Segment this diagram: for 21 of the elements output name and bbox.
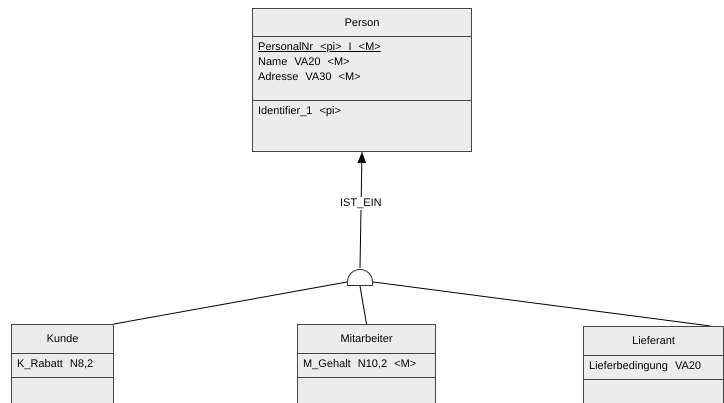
entity-box <box>11 324 114 403</box>
entity-box <box>252 8 472 152</box>
arrow <box>357 152 366 268</box>
entity-box <box>583 326 724 403</box>
attribute-text: K_Rabatt N8,2 <box>17 357 94 372</box>
attribute-text: Adresse VA30 <M> <box>258 70 361 85</box>
connector-line <box>360 286 367 324</box>
edge-label: IST_EIN <box>338 196 384 210</box>
entity-name: Person <box>344 16 380 31</box>
entity-box <box>297 324 436 403</box>
attribute-text: M_Gehalt N10,2 <M> <box>303 357 416 372</box>
entity-name: Kunde <box>46 332 78 347</box>
entity-name: Lieferant <box>632 334 675 349</box>
attribute-text: Identifier_1 <pi> <box>258 104 341 119</box>
attribute-text: Lieferbedingung VA20 <box>589 359 702 374</box>
connector-line <box>372 282 711 326</box>
inheritance-symbol <box>347 268 373 286</box>
attribute-text: PersonalNr <pi> I <M> <box>258 40 381 55</box>
connector-line <box>114 282 348 324</box>
entity-name: Mitarbeiter <box>340 332 392 347</box>
attribute-text: Name VA20 <M> <box>258 55 350 70</box>
